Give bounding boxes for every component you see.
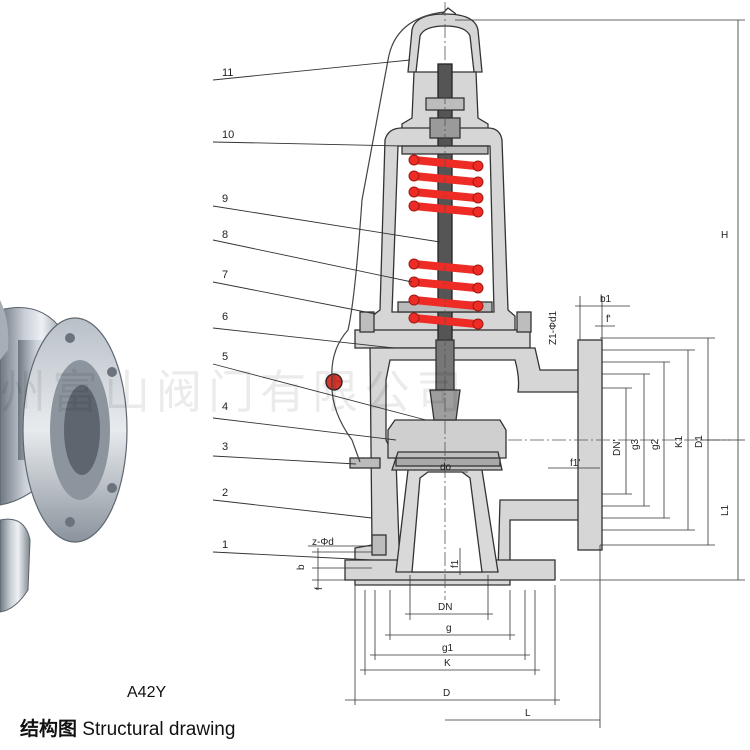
part-label-5: 5 bbox=[222, 351, 228, 363]
dim-label-g2: g2 bbox=[650, 438, 661, 450]
valve-photo bbox=[0, 300, 128, 613]
dim-label-D1: D1 bbox=[694, 435, 705, 448]
valve-section bbox=[325, 7, 603, 586]
dim-label-L: L bbox=[525, 708, 531, 719]
dim-label-z-phi-d: z-Φd bbox=[312, 537, 334, 548]
dim-label-do: do bbox=[440, 462, 452, 473]
part-label-8: 8 bbox=[222, 229, 228, 241]
part-label-10: 10 bbox=[222, 129, 234, 141]
caption-en: Structural drawing bbox=[82, 719, 236, 740]
dim-label-H: H bbox=[721, 230, 728, 241]
dim-label-f-prime: f' bbox=[606, 314, 611, 325]
dim-label-g1: g1 bbox=[442, 643, 454, 654]
dim-label-f1-prime: f1' bbox=[570, 458, 580, 469]
part-label-2: 2 bbox=[222, 487, 228, 499]
part-label-7: 7 bbox=[222, 269, 228, 281]
dimension-lines bbox=[308, 19, 745, 728]
dim-label-b1: b1 bbox=[600, 294, 612, 305]
dim-label-z1-phi-d1: Z1-Φd1 bbox=[548, 310, 559, 345]
dimension-labels: H L1 L D K g1 g DN do f1 b f z-Φd Z1-Φd1… bbox=[296, 230, 731, 719]
caption-cn: 结构图 bbox=[20, 718, 78, 740]
dim-label-f: f bbox=[314, 587, 325, 590]
model-label: A42Y bbox=[127, 684, 167, 701]
watermark: 州富山阀门有限公司 bbox=[0, 365, 468, 419]
dim-label-g3: g3 bbox=[630, 438, 641, 450]
spring-ends bbox=[408, 154, 484, 330]
center-lines bbox=[444, 2, 730, 600]
part-label-9: 9 bbox=[222, 193, 228, 205]
caption: 结构图 Structural drawing bbox=[20, 714, 235, 741]
leader-lines bbox=[212, 59, 441, 561]
dim-label-DN-prime: DN' bbox=[612, 440, 623, 456]
part-label-11: 11 bbox=[222, 67, 233, 79]
lifting-wire bbox=[331, 11, 445, 463]
dim-label-L1: L1 bbox=[720, 504, 731, 516]
dim-label-g: g bbox=[446, 623, 452, 634]
dim-label-K: K bbox=[444, 658, 451, 669]
dim-label-f1: f1 bbox=[450, 559, 461, 568]
part-labels: 11 10 9 8 7 6 5 4 3 2 1 bbox=[222, 67, 234, 551]
dim-label-b: b bbox=[296, 564, 307, 570]
dim-label-DN: DN bbox=[438, 602, 452, 613]
part-label-3: 3 bbox=[222, 441, 228, 453]
part-label-1: 1 bbox=[222, 539, 228, 551]
part-label-6: 6 bbox=[222, 311, 228, 323]
dim-label-D: D bbox=[443, 688, 450, 699]
part-label-4: 4 bbox=[222, 401, 228, 413]
dim-label-K1: K1 bbox=[674, 435, 685, 448]
